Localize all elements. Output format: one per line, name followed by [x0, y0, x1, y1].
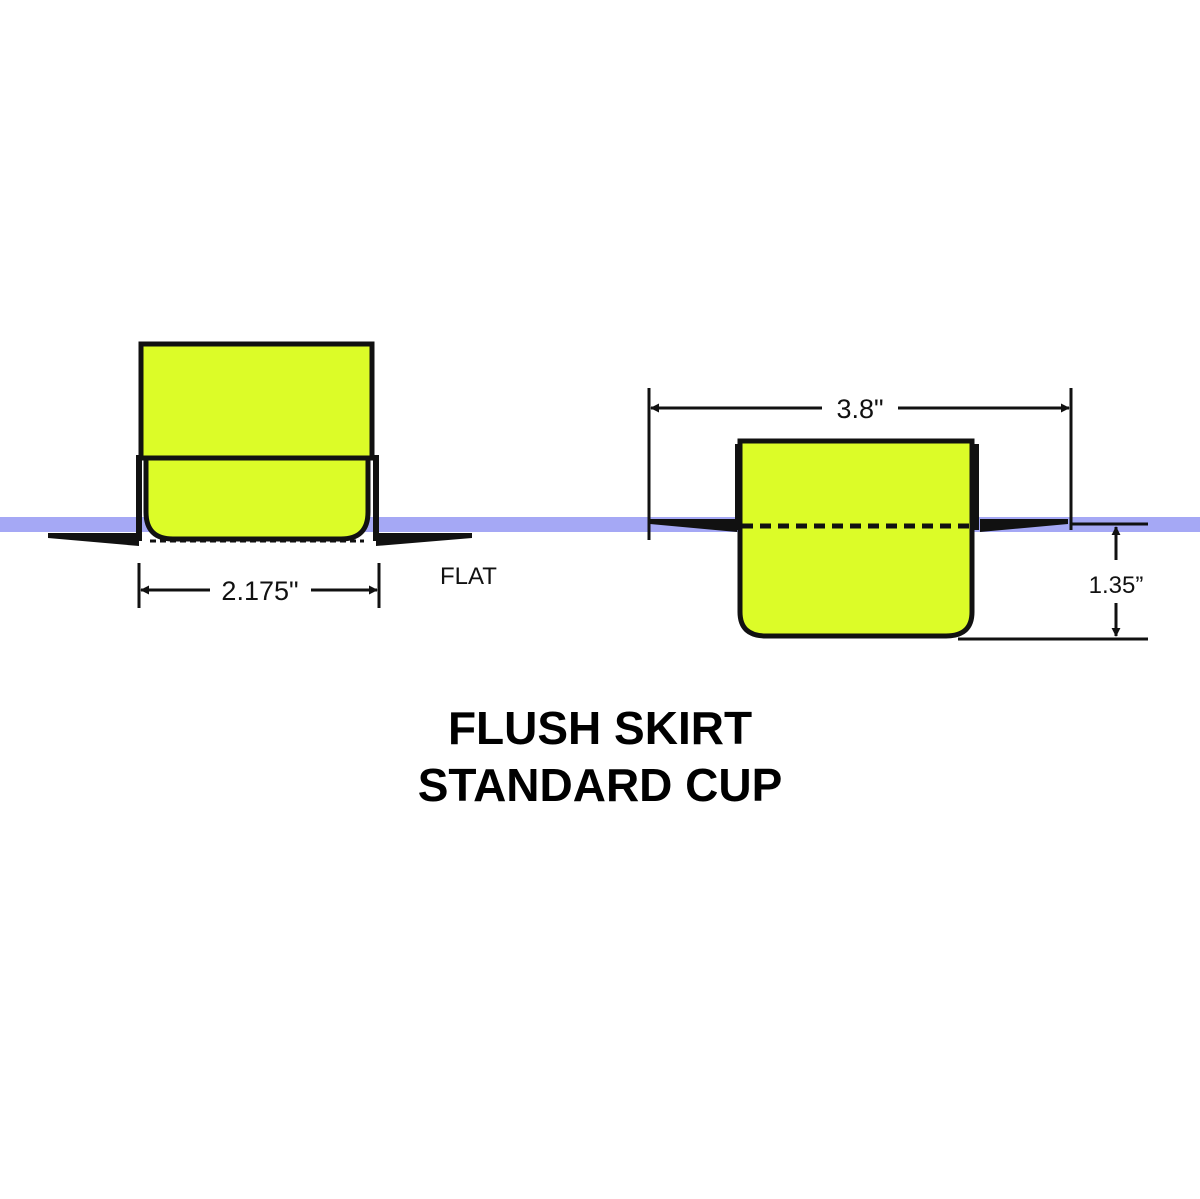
left-skirt-wall-right — [373, 455, 379, 541]
title-line-2: STANDARD CUP — [418, 759, 783, 811]
left-skirt-wall-left — [136, 455, 142, 541]
flat-label: FLAT — [440, 563, 497, 590]
right-height-label: 1.35” — [1089, 572, 1144, 599]
right-cup-view: 3.8" 1.35” — [647, 388, 1148, 641]
right-cup-body — [737, 438, 975, 639]
left-cup-view: 2.175" FLAT — [48, 341, 497, 608]
right-flange-left — [650, 519, 737, 532]
left-flange-left — [48, 533, 139, 546]
left-flange-right — [376, 533, 472, 546]
right-width-label: 3.8" — [836, 394, 883, 424]
left-cup-lower — [143, 455, 371, 542]
left-width-label: 2.175" — [221, 576, 298, 606]
title-line-1: FLUSH SKIRT — [448, 702, 752, 754]
right-skirt-wall-right — [973, 444, 979, 530]
left-cup-upper — [138, 341, 375, 461]
right-flange-right — [980, 519, 1068, 532]
